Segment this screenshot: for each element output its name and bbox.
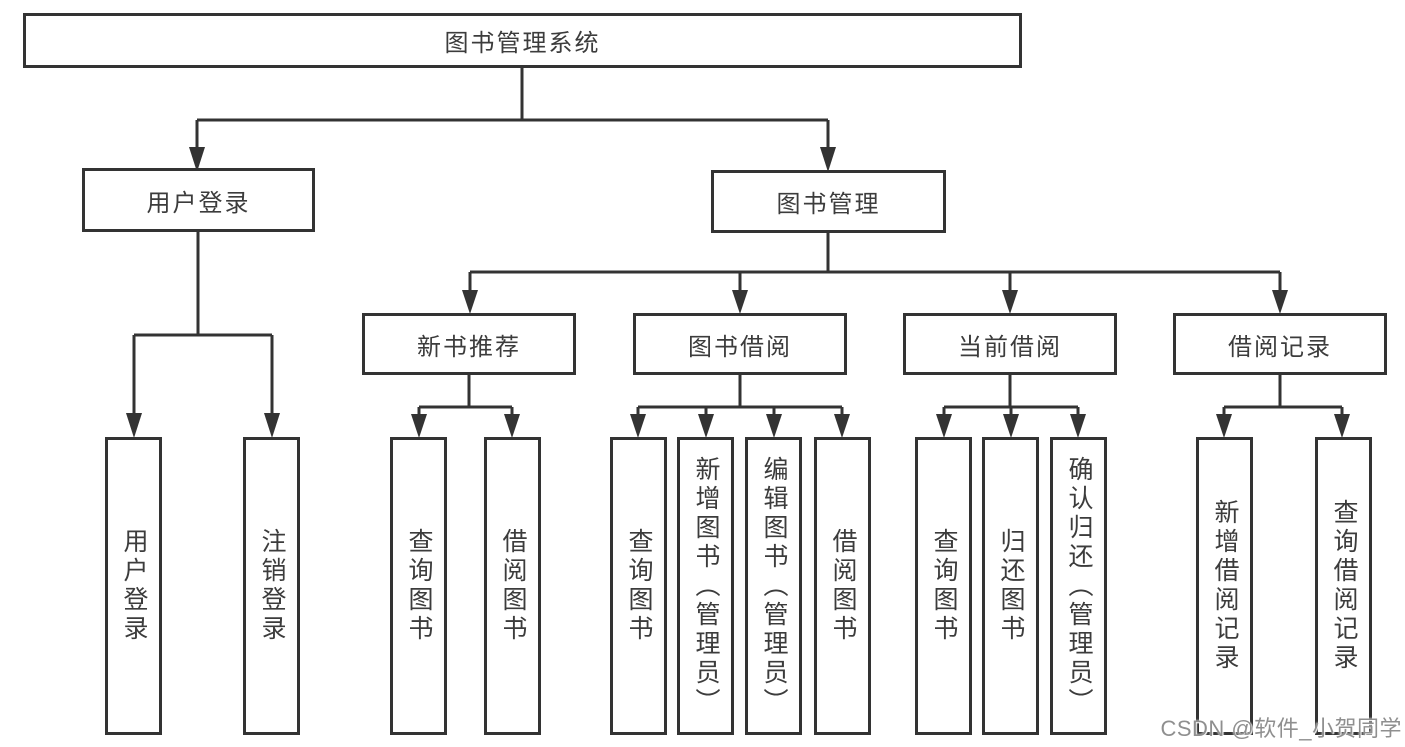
connector-borrow-records-to-leaves: [1216, 375, 1350, 438]
arrowhead: [820, 147, 836, 172]
arrowhead: [1002, 290, 1018, 314]
node-library-management-system: 图书管理系统: [23, 13, 1022, 68]
connector-new-book-to-leaves: [411, 375, 520, 438]
arrowhead: [462, 290, 478, 314]
arrowhead: [504, 414, 520, 438]
leaf-borrow-edit-books-admin: 编辑图书（管理员）: [745, 437, 802, 735]
leaf-current-query-books: 查询图书: [915, 437, 972, 735]
leaf-recommend-borrow-books: 借阅图书: [484, 437, 541, 735]
leaf-logout-login: 注销登录: [243, 437, 300, 735]
leaf-borrow-query-books: 查询图书: [610, 437, 667, 735]
arrowhead: [189, 147, 205, 172]
leaf-borrow-add-books-admin: 新增图书（管理员）: [677, 437, 734, 735]
arrowhead: [732, 290, 748, 314]
connector-book-management-to-level3: [462, 233, 1288, 314]
arrowhead: [1272, 290, 1288, 314]
connector-book-borrow-to-leaves: [630, 375, 850, 438]
arrowhead: [411, 414, 427, 438]
node-borrowing-records: 借阅记录: [1173, 313, 1387, 375]
csdn-watermark: CSDN @软件_小贺同学: [1160, 716, 1402, 741]
leaf-user-login: 用户登录: [105, 437, 162, 735]
leaf-records-query-borrow-record: 查询借阅记录: [1315, 437, 1372, 735]
arrowhead: [1003, 414, 1019, 438]
arrowhead: [264, 413, 280, 438]
leaf-borrow-borrow-books: 借阅图书: [814, 437, 871, 735]
node-user-login: 用户登录: [82, 168, 315, 232]
node-new-book-recommendation: 新书推荐: [362, 313, 576, 375]
leaf-recommend-query-books: 查询图书: [390, 437, 447, 735]
leaf-current-return-books: 归还图书: [982, 437, 1039, 735]
leaf-current-confirm-return-admin: 确认归还（管理员）: [1050, 437, 1107, 735]
arrowhead: [1070, 414, 1086, 438]
arrowhead: [1216, 414, 1232, 438]
arrowhead: [936, 414, 952, 438]
connector-current-borrow-to-leaves: [936, 375, 1086, 438]
arrowhead: [834, 414, 850, 438]
arrowhead: [698, 414, 714, 438]
arrowhead: [1334, 414, 1350, 438]
leaf-records-add-borrow-record: 新增借阅记录: [1196, 437, 1253, 735]
arrowhead: [126, 413, 142, 438]
arrowhead: [630, 414, 646, 438]
node-current-borrowing: 当前借阅: [903, 313, 1117, 375]
arrowhead: [766, 414, 782, 438]
connector-root-to-level2: [189, 68, 836, 172]
connector-user-login-to-leaves: [126, 232, 280, 438]
node-book-borrowing: 图书借阅: [633, 313, 847, 375]
node-book-management: 图书管理: [711, 170, 946, 233]
